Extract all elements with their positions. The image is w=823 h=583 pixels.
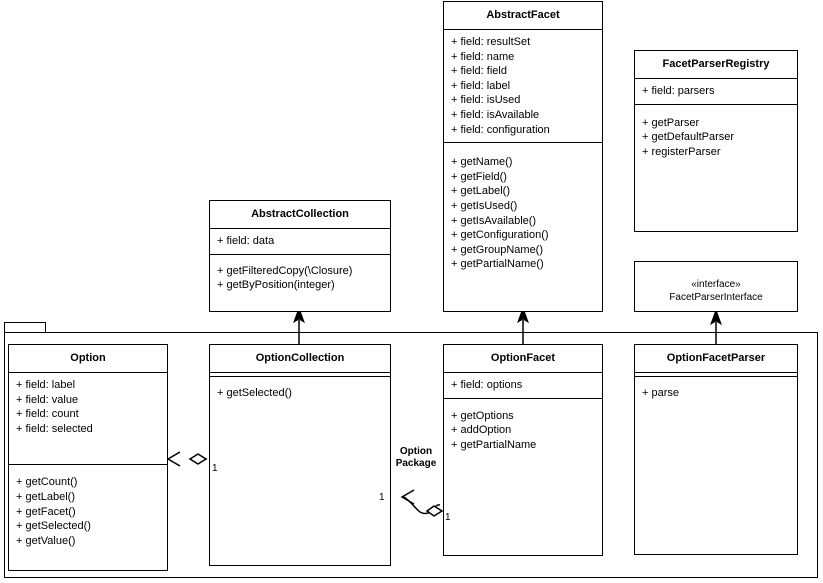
attribute-row: + field: configuration bbox=[451, 123, 550, 136]
association-label-line1: Option bbox=[399, 446, 433, 457]
operations-option-facet: + getOptions + addOption + getPartialNam… bbox=[444, 399, 602, 555]
operations-option: + getCount() + getLabel() + getFacet() +… bbox=[9, 465, 167, 570]
attribute-row: + field: count bbox=[16, 408, 79, 421]
attribute-row: + field: field bbox=[451, 65, 507, 78]
operation-row: + getPartialName() bbox=[451, 258, 544, 271]
attributes-option: + field: label + field: value + field: c… bbox=[9, 373, 167, 466]
attributes-option-facet-parser bbox=[635, 373, 797, 377]
class-box-option-facet[interactable]: OptionFacet + field: options + getOption… bbox=[443, 344, 603, 556]
operation-row: + getPartialName bbox=[451, 438, 537, 451]
operation-row: + getFacet() bbox=[16, 505, 76, 518]
operation-row: + parse bbox=[642, 387, 679, 399]
operation-row: + addOption bbox=[451, 424, 512, 437]
attribute-row: + field: options bbox=[451, 379, 523, 391]
operation-row: + getParser bbox=[642, 116, 700, 129]
class-name-option-facet-parser: OptionFacetParser bbox=[635, 345, 797, 373]
stereotype-label: «interface» bbox=[691, 279, 741, 290]
package-frame bbox=[4, 332, 818, 578]
class-name-facet-parser-registry: FacetParserRegistry bbox=[635, 51, 797, 79]
attributes-abstract-facet: + field: resultSet + field: name + field… bbox=[444, 30, 602, 144]
attributes-abstract-collection: + field: data bbox=[210, 229, 390, 255]
association-label-option-package: Option Package bbox=[392, 446, 440, 470]
multiplicity-option-collection-bottom: 1 bbox=[379, 492, 385, 503]
operation-row: + getField() bbox=[451, 170, 507, 183]
class-box-option-collection[interactable]: OptionCollection + getSelected() bbox=[209, 344, 391, 566]
operation-row: + getLabel() bbox=[451, 185, 511, 198]
class-box-facet-parser-interface[interactable]: «interface» FacetParserInterface bbox=[634, 261, 798, 312]
attribute-row: + field: value bbox=[16, 393, 79, 406]
class-name-option: Option bbox=[9, 345, 167, 373]
operation-row: + getByPosition(integer) bbox=[217, 279, 335, 292]
operation-row: + getDefaultParser bbox=[642, 131, 735, 144]
operations-option-collection: + getSelected() bbox=[210, 377, 390, 565]
attribute-row: + field: name bbox=[451, 50, 515, 63]
class-box-option[interactable]: Option + field: label + field: value + f… bbox=[8, 344, 168, 571]
operations-abstract-facet: + getName() + getField() + getLabel() + … bbox=[444, 143, 602, 311]
attributes-facet-parser-registry: + field: parsers bbox=[635, 79, 797, 105]
attribute-row: + field: label bbox=[16, 379, 76, 391]
interface-name-label: FacetParserInterface bbox=[669, 292, 763, 303]
class-name-facet-parser-interface: «interface» FacetParserInterface bbox=[635, 262, 797, 311]
operation-row: + getOptions bbox=[451, 409, 514, 422]
attributes-option-collection bbox=[210, 373, 390, 377]
operation-row: + getValue() bbox=[16, 534, 76, 547]
operation-row: + getGroupName() bbox=[451, 243, 544, 256]
attribute-row: + field: selected bbox=[16, 422, 93, 435]
attribute-row: + field: parsers bbox=[642, 85, 715, 97]
operation-row: + getIsAvailable() bbox=[451, 214, 537, 227]
operation-row: + getLabel() bbox=[16, 490, 76, 503]
class-box-facet-parser-registry[interactable]: FacetParserRegistry + field: parsers + g… bbox=[634, 50, 798, 232]
operation-row: + getSelected() bbox=[217, 387, 292, 399]
multiplicity-option-facet: 1 bbox=[445, 512, 451, 523]
operation-row: + getIsUsed() bbox=[451, 199, 518, 212]
operations-option-facet-parser: + parse bbox=[635, 377, 797, 554]
class-box-option-facet-parser[interactable]: OptionFacetParser + parse bbox=[634, 344, 798, 555]
attribute-row: + field: label bbox=[451, 79, 511, 92]
class-name-abstract-facet: AbstractFacet bbox=[444, 2, 602, 30]
operation-row: + getName() bbox=[451, 156, 513, 169]
attribute-row: + field: resultSet bbox=[451, 36, 531, 48]
package-tab bbox=[4, 322, 46, 333]
operation-row: + getFilteredCopy(\Closure) bbox=[217, 264, 353, 277]
attributes-option-facet: + field: options bbox=[444, 373, 602, 399]
realization-arrowhead-facetparserinterface bbox=[710, 308, 722, 326]
attribute-row: + field: isAvailable bbox=[451, 108, 540, 121]
class-name-abstract-collection: AbstractCollection bbox=[210, 201, 390, 229]
operation-row: + getCount() bbox=[16, 476, 78, 489]
operations-abstract-collection: + getFilteredCopy(\Closure) + getByPosit… bbox=[210, 255, 390, 311]
operation-row: + getSelected() bbox=[16, 520, 91, 533]
class-box-abstract-facet[interactable]: AbstractFacet + field: resultSet + field… bbox=[443, 1, 603, 312]
class-box-abstract-collection[interactable]: AbstractCollection + field: data + getFi… bbox=[209, 200, 391, 312]
association-label-line2: Package bbox=[395, 458, 437, 469]
operation-row: + registerParser bbox=[642, 145, 721, 158]
class-name-option-facet: OptionFacet bbox=[444, 345, 602, 373]
operations-facet-parser-registry: + getParser + getDefaultParser + registe… bbox=[635, 105, 797, 231]
class-name-option-collection: OptionCollection bbox=[210, 345, 390, 373]
multiplicity-option-collection-left: 1 bbox=[212, 463, 218, 474]
operation-row: + getConfiguration() bbox=[451, 229, 549, 242]
attribute-row: + field: isUsed bbox=[451, 94, 521, 107]
attribute-row: + field: data bbox=[217, 235, 275, 247]
